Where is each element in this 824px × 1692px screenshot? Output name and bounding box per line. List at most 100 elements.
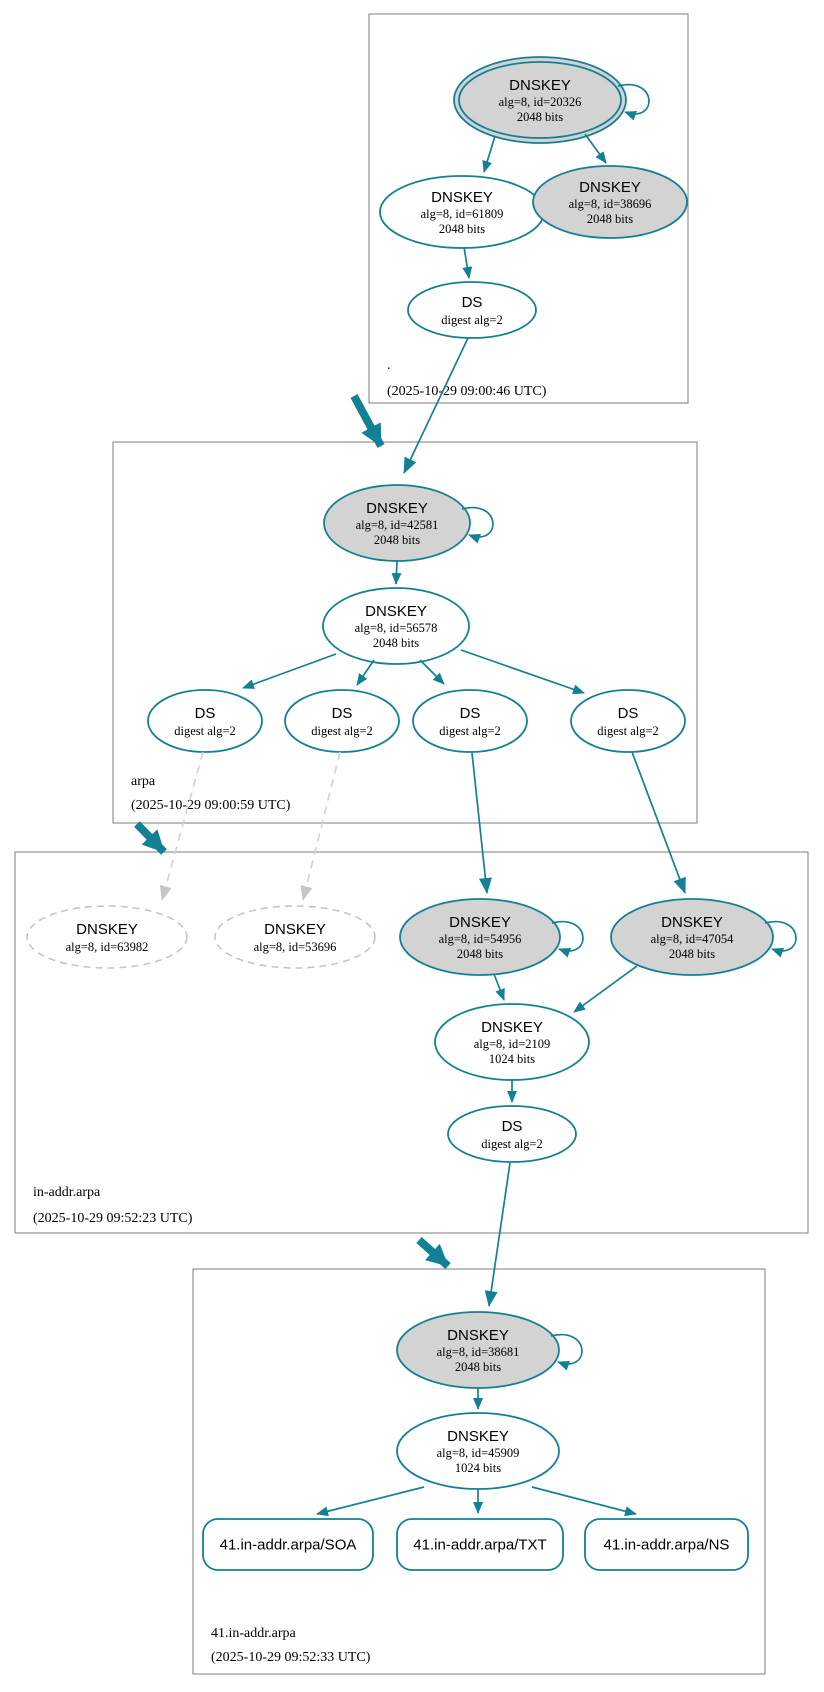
dnskey-56578-ellipse (322, 587, 470, 665)
edge-8 (460, 649, 585, 695)
ds-arpa-4-node[interactable]: DS digest alg=2 (570, 689, 686, 753)
rrset-txt-node[interactable]: 41.in-addr.arpa/TXT (396, 1518, 564, 1571)
dnskey-2109-line-1: alg=8, id=2109 (474, 1037, 551, 1051)
dnskey-45909-line-2: 1024 bits (455, 1461, 501, 1475)
edge-11 (493, 973, 505, 1001)
ds-root-line-1: digest alg=2 (441, 313, 503, 327)
ds-root-ellipse (407, 281, 537, 339)
zone-timestamp-arpa: (2025-10-29 09:00:59 UTC) (131, 798, 291, 813)
dnskey-45909-line-0: DNSKEY (447, 1428, 509, 1445)
dnskey-54956-line-1: alg=8, id=54956 (439, 932, 522, 946)
ds-arpa-2-node[interactable]: DS digest alg=2 (284, 689, 400, 753)
zone-box-41-in-addr-arpa (192, 1268, 766, 1675)
zone-box-root (368, 13, 689, 404)
zone-label-root: . (387, 358, 391, 373)
dnskey-47054-ellipse (610, 898, 774, 976)
dnskey-20326-line-2: 2048 bits (517, 110, 563, 124)
dnskey-38681-line-2: 2048 bits (455, 1360, 501, 1374)
dnskey-38681-line-1: alg=8, id=38681 (437, 1345, 520, 1359)
dnskey-53696-line-0: DNSKEY (264, 921, 326, 938)
rrset-soa-node[interactable]: 41.in-addr.arpa/SOA (202, 1518, 374, 1571)
ds-arpa-3-ellipse (412, 689, 528, 753)
edge-4 (391, 560, 402, 585)
edge-16 (316, 1486, 425, 1517)
dnskey-38696-line-0: DNSKEY (579, 179, 641, 196)
dnskey-53696-ellipse (214, 905, 376, 969)
dnskey-42581-line-2: 2048 bits (374, 533, 420, 547)
edge-7 (419, 659, 445, 685)
edge-12 (573, 965, 638, 1013)
ds-root-node[interactable]: DS digest alg=2 (407, 281, 537, 339)
dnskey-20326-inner-ring (458, 61, 622, 139)
ds-arpa-4-line-0: DS (618, 705, 639, 722)
dnskey-20326-self-loop-arrow (617, 83, 650, 121)
edge-9 (471, 752, 492, 894)
dnskey-63982-ellipse (26, 905, 188, 969)
zone-label-in-addr-arpa: in-addr.arpa (33, 1185, 101, 1200)
rrset-ns-node[interactable]: 41.in-addr.arpa/NS (584, 1518, 749, 1571)
edge-14 (484, 1162, 511, 1307)
dnskey-47054-self-loop-arrow (764, 920, 797, 958)
ds-arpa-1-ellipse (147, 689, 263, 753)
dnskey-53696-line-1: alg=8, id=53696 (254, 940, 337, 954)
dnskey-47054-line-2: 2048 bits (669, 947, 715, 961)
dnskey-54956-line-2: 2048 bits (457, 947, 503, 961)
dnskey-45909-ellipse (396, 1412, 560, 1490)
edge-0 (482, 135, 496, 173)
edge-2 (462, 246, 473, 279)
dnskey-56578-line-2: 2048 bits (373, 636, 419, 650)
dnskey-20326-line-0: DNSKEY (509, 77, 571, 94)
zone-timestamp-41-in-addr-arpa: (2025-10-29 09:52:33 UTC) (211, 1650, 371, 1665)
dnskey-56578-line-0: DNSKEY (365, 603, 427, 620)
rrset-txt-label: 41.in-addr.arpa/TXT (413, 1537, 546, 1554)
delegation-arrow-22 (134, 821, 167, 855)
dnskey-63982-line-1: alg=8, id=63982 (66, 940, 149, 954)
dashed-edge-20 (300, 751, 341, 901)
dnskey-38681-line-0: DNSKEY (447, 1327, 509, 1344)
dnskey-56578-line-1: alg=8, id=56578 (355, 621, 438, 635)
dnskey-38681-self-loop-arrow (550, 1333, 583, 1371)
dnskey-61809-line-0: DNSKEY (431, 189, 493, 206)
dnskey-38696-line-2: 2048 bits (587, 212, 633, 226)
edge-3 (403, 337, 469, 474)
zone-label-arpa: arpa (131, 774, 156, 789)
dnskey-61809-line-2: 2048 bits (439, 222, 485, 236)
delegation-arrow-21 (350, 394, 385, 448)
ds-inaddr-line-1: digest alg=2 (481, 1137, 543, 1151)
dnskey-53696-node[interactable]: DNSKEY alg=8, id=53696 (214, 905, 376, 969)
ds-root-line-0: DS (462, 294, 483, 311)
ds-arpa-1-line-0: DS (195, 705, 216, 722)
rrset-soa-label: 41.in-addr.arpa/SOA (220, 1537, 357, 1554)
ds-arpa-4-ellipse (570, 689, 686, 753)
dnskey-54956-line-0: DNSKEY (449, 914, 511, 931)
dnskey-2109-line-2: 1024 bits (489, 1052, 535, 1066)
edge-6 (356, 659, 375, 686)
rrset-ns-label: 41.in-addr.arpa/NS (604, 1537, 730, 1554)
ds-arpa-2-line-0: DS (332, 705, 353, 722)
ds-arpa-4-line-1: digest alg=2 (597, 724, 659, 738)
ds-arpa-2-line-1: digest alg=2 (311, 724, 373, 738)
edge-18 (531, 1486, 637, 1517)
dnskey-63982-node[interactable]: DNSKEY alg=8, id=63982 (26, 905, 188, 969)
dnskey-38696-line-1: alg=8, id=38696 (569, 197, 652, 211)
rrset-soa-box (202, 1518, 374, 1571)
dnskey-47054-line-1: alg=8, id=47054 (651, 932, 735, 946)
zone-box-arpa (112, 441, 698, 824)
ds-arpa-3-line-0: DS (460, 705, 481, 722)
dnskey-63982-line-0: DNSKEY (76, 921, 138, 938)
